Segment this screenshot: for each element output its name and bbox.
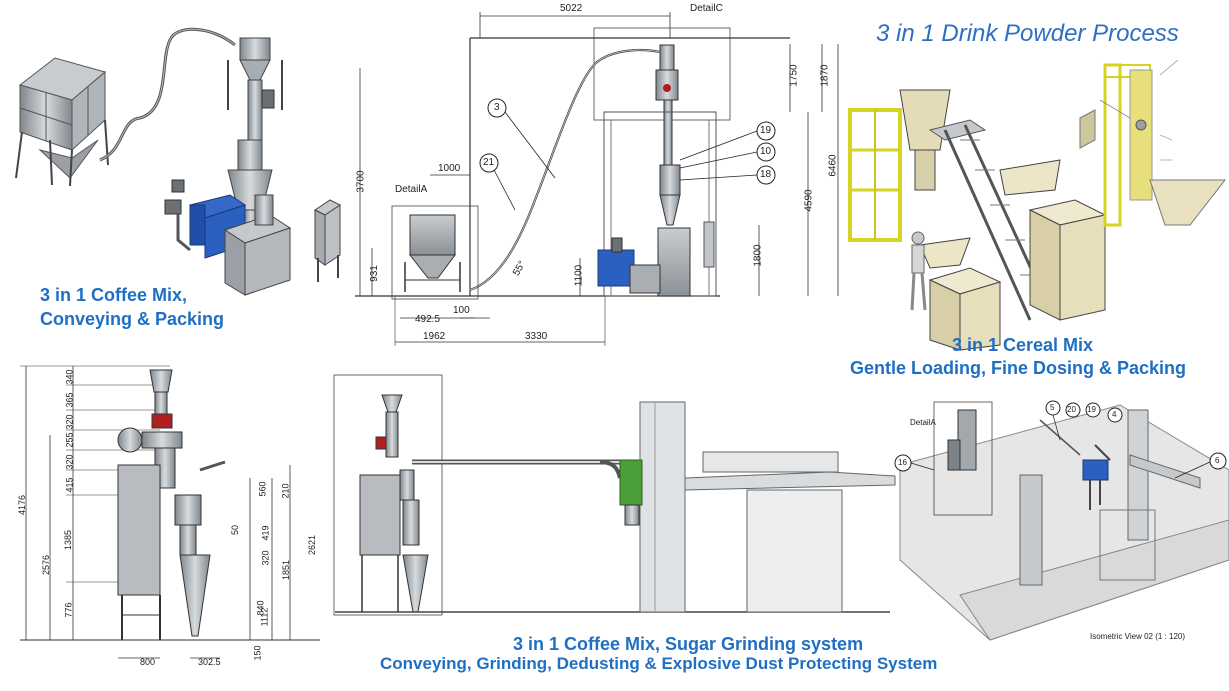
sugar-grinding-drawing bbox=[333, 374, 896, 616]
detail-c-closeup bbox=[1079, 59, 1227, 227]
cereal-caption-line1: 3 in 1 Cereal Mix bbox=[952, 335, 1094, 355]
sugar-caption-line1: 3 in 1 Coffee Mix, Sugar Grinding system bbox=[513, 634, 864, 654]
isometric-view-drawing bbox=[894, 400, 1229, 641]
dim-800: 800 bbox=[140, 657, 156, 667]
balloon-18: 18 bbox=[760, 169, 772, 180]
iso-balloon-19: 19 bbox=[1087, 405, 1096, 414]
iso-balloon-4: 4 bbox=[1112, 410, 1117, 419]
cereal-caption-line2: Gentle Loading, Fine Dosing & Packing bbox=[850, 358, 1187, 378]
detail-c-label: DetailC bbox=[690, 3, 723, 14]
iso-balloon-5: 5 bbox=[1050, 403, 1055, 412]
cereal-mix-3d-model bbox=[848, 89, 1107, 351]
balloon-19: 19 bbox=[760, 125, 772, 136]
balloon-3: 3 bbox=[494, 102, 500, 113]
dim-3330: 3330 bbox=[525, 331, 548, 342]
page-title: 3 in 1 Drink Powder Process bbox=[876, 20, 1179, 47]
coffee-mix-3d-model bbox=[15, 27, 341, 296]
side-view-drawing bbox=[20, 365, 320, 659]
dim-100: 100 bbox=[453, 305, 470, 316]
iso-detail-a-label: DetailA bbox=[910, 418, 936, 427]
iso-balloon-6: 6 bbox=[1215, 456, 1220, 465]
iso-balloon-20: 20 bbox=[1067, 405, 1076, 414]
balloon-10: 10 bbox=[760, 146, 772, 157]
dim-302-5: 302.5 bbox=[198, 657, 221, 667]
dim-top-width: 5022 bbox=[560, 3, 583, 14]
sugar-caption-line2: Conveying, Grinding, Dedusting & Explosi… bbox=[380, 654, 938, 673]
dim-1000: 1000 bbox=[438, 163, 461, 174]
balloon-21: 21 bbox=[483, 157, 495, 168]
iso-balloon-16: 16 bbox=[898, 458, 907, 467]
dim-492-5: 492.5 bbox=[415, 314, 441, 325]
elevation-drawing bbox=[355, 12, 839, 346]
coffee-mix-caption-line2: Conveying & Packing bbox=[40, 309, 225, 329]
dim-1962: 1962 bbox=[423, 331, 446, 342]
coffee-mix-caption-line1: 3 in 1 Coffee Mix, bbox=[40, 285, 188, 305]
iso-view-label: Isometric View 02 (1 : 120) bbox=[1090, 632, 1186, 641]
detail-a-label: DetailA bbox=[395, 184, 428, 195]
